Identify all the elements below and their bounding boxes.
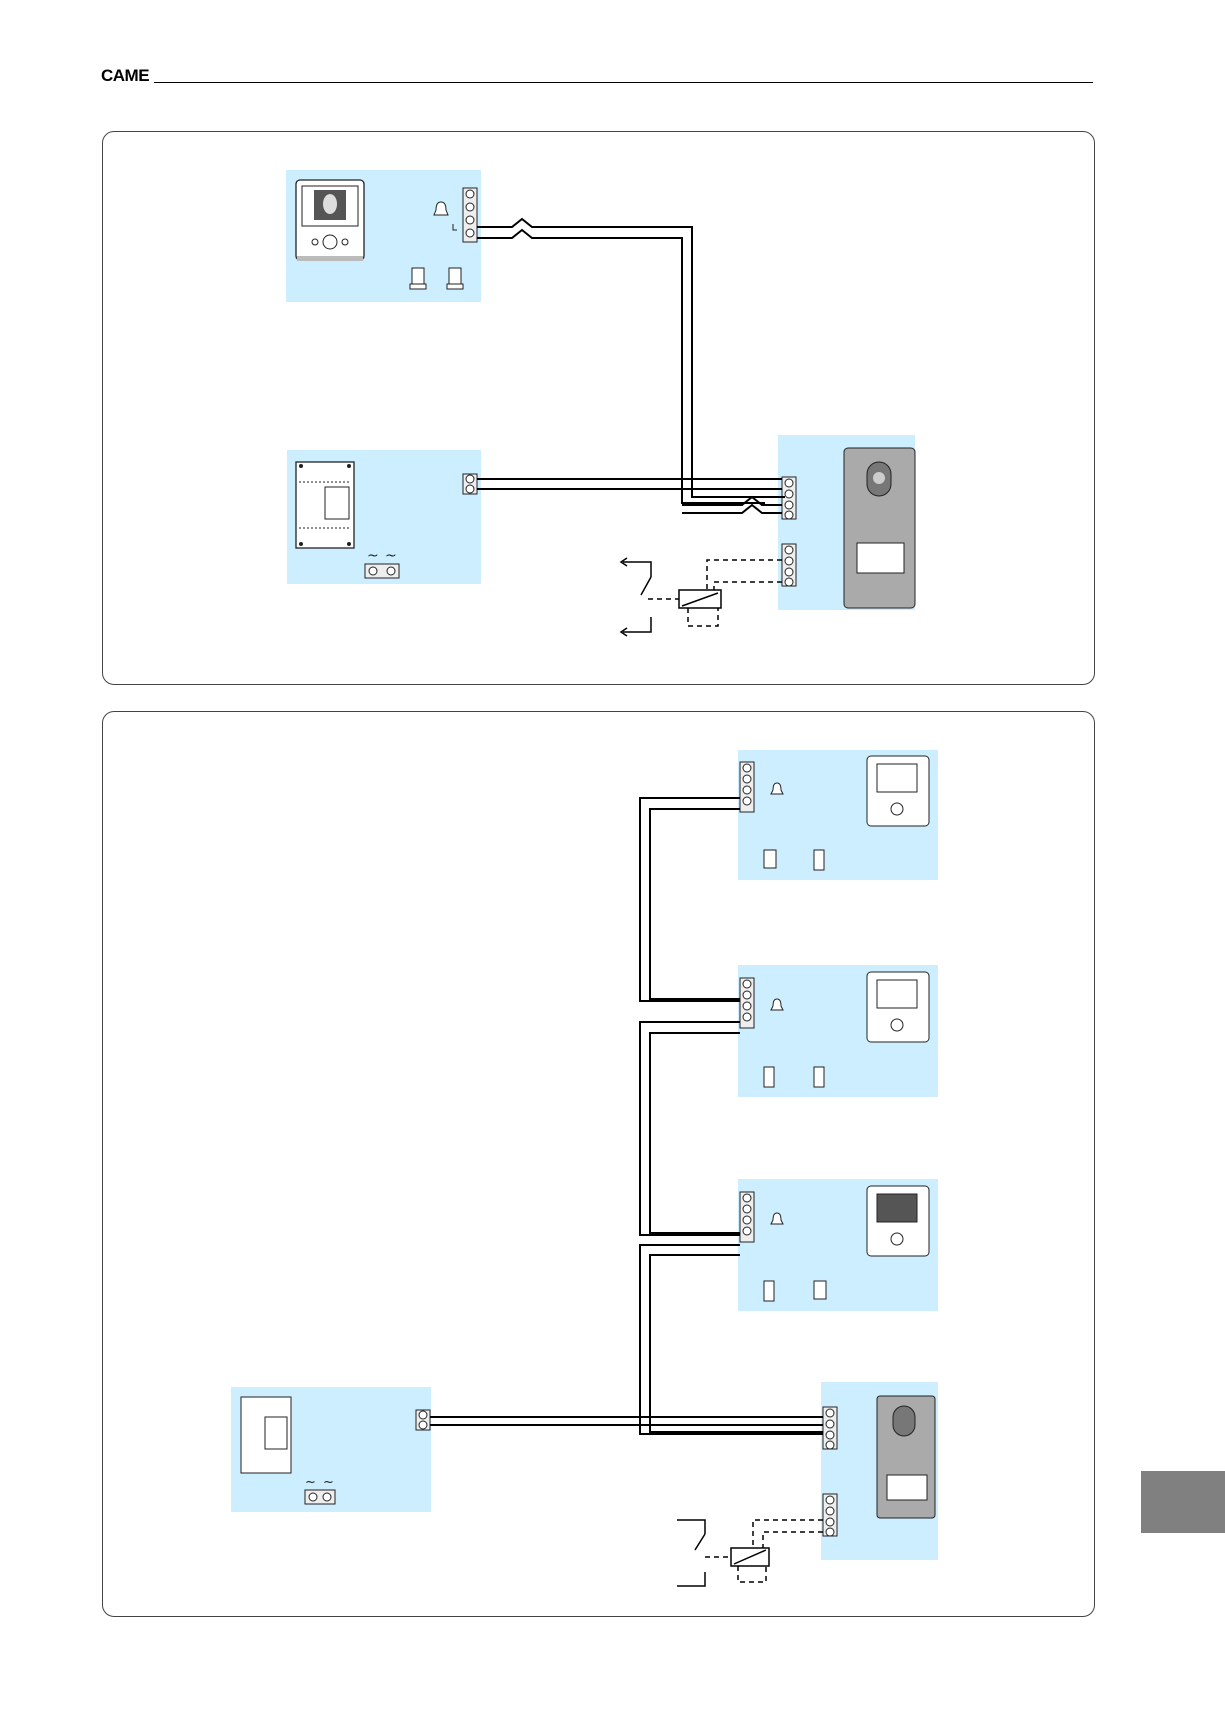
- video-monitor-unit: [738, 750, 938, 880]
- power-supply-unit: ~ ~: [231, 1387, 431, 1512]
- mains-terminal: [365, 564, 399, 578]
- diagram-panel-single-user: ~ ~: [102, 131, 1095, 685]
- terminal-block: [823, 1407, 837, 1449]
- bus-wiring: [430, 798, 823, 1434]
- ac-symbol: ~: [385, 548, 397, 564]
- power-supply-unit: ~ ~: [287, 450, 481, 584]
- terminal-block: [416, 1410, 430, 1430]
- terminal-block: [463, 474, 477, 494]
- jumper-icon: [814, 850, 824, 870]
- terminal-block: [740, 978, 754, 1028]
- bus-wiring: [477, 219, 785, 513]
- terminal-block: [782, 544, 796, 586]
- ac-symbol: ~: [323, 1475, 334, 1490]
- ac-symbol: ~: [305, 1475, 316, 1490]
- terminal-block: [740, 762, 754, 812]
- ac-symbol: ~: [367, 548, 379, 564]
- power-supply-icon: [296, 462, 354, 548]
- lock-relay: [621, 558, 782, 636]
- brand-logo: CAME: [101, 66, 149, 86]
- video-monitor-unit: [738, 1179, 938, 1311]
- diagram-panel-three-users: ~ ~: [102, 711, 1095, 1617]
- jumper-icon: [814, 1281, 826, 1299]
- header-rule: [154, 82, 1093, 83]
- terminal-block: [740, 1192, 754, 1242]
- jumper-icon: [410, 268, 426, 289]
- jumper-icon: [764, 850, 776, 868]
- video-monitor-unit: [286, 170, 481, 302]
- entry-panel-icon: [844, 448, 915, 608]
- jumper-icon: [764, 1067, 774, 1087]
- page-side-tab: [1141, 1471, 1225, 1533]
- mains-terminal: [305, 1490, 335, 1504]
- lock-relay: [677, 1520, 823, 1586]
- terminal-block: [823, 1494, 837, 1536]
- jumper-icon: [764, 1281, 774, 1301]
- video-monitor-icon: [296, 180, 364, 261]
- terminal-block: [463, 188, 477, 242]
- wiring-diagram-2: ~ ~: [103, 712, 1094, 1616]
- entry-panel-unit: [778, 435, 915, 610]
- wiring-diagram-1: ~ ~: [103, 132, 1094, 684]
- jumper-icon: [814, 1067, 824, 1087]
- entry-panel-unit: [821, 1382, 938, 1560]
- jumper-icon: [447, 268, 463, 289]
- video-monitor-unit: [738, 965, 938, 1097]
